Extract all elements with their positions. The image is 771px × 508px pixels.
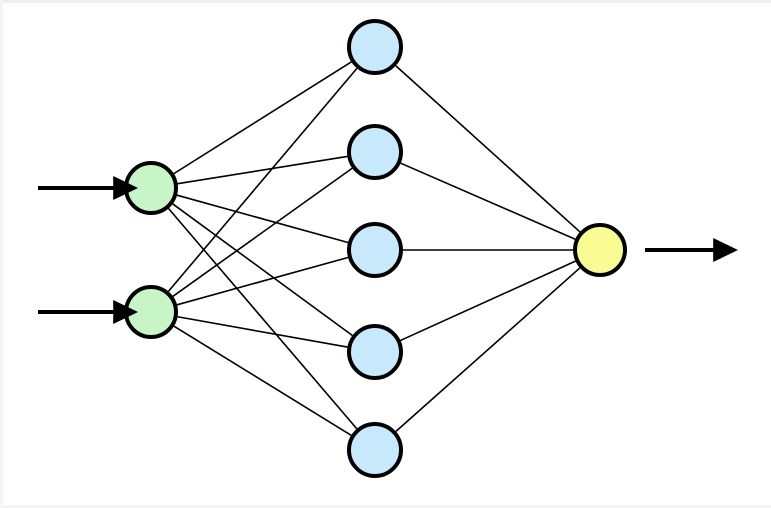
output-node-circle[interactable] bbox=[573, 223, 627, 277]
edge-i2-h4 bbox=[177, 315, 348, 348]
edge-i1-h4 bbox=[172, 203, 353, 337]
edge-h2-o1 bbox=[400, 162, 576, 240]
node-i1[interactable] bbox=[124, 161, 178, 215]
io-arrows-group bbox=[38, 176, 738, 324]
node-h1[interactable] bbox=[347, 19, 403, 75]
hidden-node-circle[interactable] bbox=[347, 124, 403, 180]
node-i2[interactable] bbox=[124, 285, 178, 339]
input-node-circle[interactable] bbox=[124, 161, 178, 215]
canvas-edge-left bbox=[0, 0, 3, 508]
hidden-node-circle[interactable] bbox=[347, 324, 403, 380]
hidden-node-circle[interactable] bbox=[347, 19, 403, 75]
nodes-group bbox=[124, 19, 627, 478]
hidden-node-circle[interactable] bbox=[347, 422, 403, 478]
edge-h1-o1 bbox=[395, 65, 581, 233]
edge-h5-o1 bbox=[395, 267, 581, 432]
edge-h4-o1 bbox=[400, 260, 576, 342]
canvas-edge-bottom bbox=[0, 505, 771, 508]
edge-i2-h3 bbox=[176, 256, 349, 306]
node-o1[interactable] bbox=[573, 223, 627, 277]
edge-i2-h2 bbox=[172, 167, 353, 297]
input-node-circle[interactable] bbox=[124, 285, 178, 339]
canvas-edge-top bbox=[0, 0, 771, 3]
edge-i2-h5 bbox=[173, 325, 352, 436]
edge-i1-h5 bbox=[167, 208, 358, 430]
node-h4[interactable] bbox=[347, 324, 403, 380]
edges-group bbox=[167, 61, 581, 436]
node-h5[interactable] bbox=[347, 422, 403, 478]
edge-i1-h2 bbox=[177, 155, 348, 185]
edge-i1-h3 bbox=[176, 194, 349, 244]
hidden-node-circle[interactable] bbox=[347, 222, 403, 278]
edge-i2-h1 bbox=[167, 67, 358, 292]
node-h3[interactable] bbox=[347, 222, 403, 278]
node-h2[interactable] bbox=[347, 124, 403, 180]
edge-i1-h1 bbox=[173, 61, 352, 175]
